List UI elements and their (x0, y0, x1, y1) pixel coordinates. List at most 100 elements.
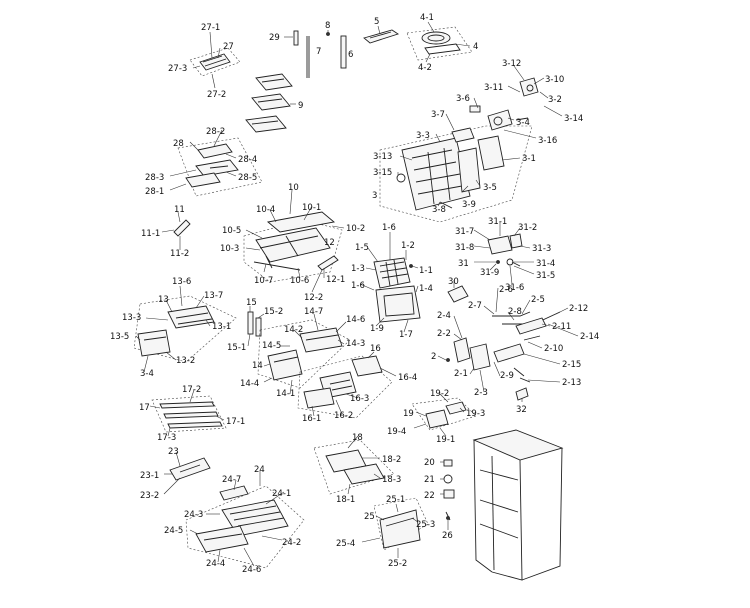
callout-3-4-lower: 3-4 (140, 369, 154, 379)
callout-13-3: 13-3 (122, 313, 141, 323)
callout-25-2: 25-2 (388, 559, 407, 569)
callout-28-1: 28-1 (145, 187, 164, 197)
callout-10-5: 10-5 (222, 226, 241, 236)
callout-14-1: 14-1 (276, 389, 295, 399)
part-18-shelf (313, 439, 395, 495)
callout-24: 24 (254, 465, 265, 475)
callout-4: 4 (473, 42, 478, 52)
callout-3-13: 3-13 (373, 152, 392, 162)
part-3-duct-assembly (379, 125, 533, 223)
callout-19: 19 (403, 409, 414, 419)
callout-10-3: 10-3 (220, 244, 239, 254)
callout-18-3: 18-3 (382, 475, 401, 485)
callout-23-1: 23-1 (140, 471, 159, 481)
callout-12-1: 12-1 (326, 275, 345, 285)
callout-17-2: 17-2 (182, 385, 201, 395)
callout-17: 17 (139, 403, 150, 413)
callout-17-3: 17-3 (157, 433, 176, 443)
callout-3-11: 3-11 (484, 83, 503, 93)
callout-28-2: 28-2 (206, 127, 225, 137)
part-6-rail (340, 35, 347, 69)
part-32-clip (515, 387, 529, 401)
callout-2-15: 2-15 (562, 360, 581, 370)
callout-27-1: 27-1 (201, 23, 220, 33)
callout-3-9: 3-9 (462, 200, 476, 210)
callout-19-2: 19-2 (430, 389, 449, 399)
callout-3-12: 3-12 (502, 59, 521, 69)
callout-25-1: 25-1 (386, 495, 405, 505)
callout-22: 22 (424, 491, 435, 501)
leader-lines (135, 21, 579, 567)
callout-24-5: 24-5 (164, 526, 183, 536)
callout-25: 25 (364, 512, 375, 522)
part-12-rail (317, 255, 339, 271)
part-4-lamp-assembly (406, 26, 473, 61)
callout-26: 26 (442, 531, 453, 541)
callout-5: 5 (374, 17, 379, 27)
part-10-cover-assembly (243, 211, 343, 283)
callout-1-6-bottom: 1-6 (351, 281, 365, 291)
callout-24-4: 24-4 (206, 559, 225, 569)
callout-10: 10 (288, 183, 299, 193)
callout-30: 30 (448, 277, 459, 287)
callout-28-4: 28-4 (238, 155, 257, 165)
callout-31-1: 31-1 (488, 217, 507, 227)
callout-14-2: 14-2 (284, 325, 303, 335)
callout-28-3: 28-3 (145, 173, 164, 183)
callout-1-1: 1-1 (419, 266, 433, 276)
callout-18-1: 18-1 (336, 495, 355, 505)
callout-labels: 27-1 27 27-3 27-2 29 8 7 6 5 4-1 4 4-2 9… (110, 13, 599, 575)
part-27-shelf (189, 47, 241, 77)
callout-11: 11 (174, 205, 185, 215)
callout-20: 20 (424, 458, 435, 468)
callout-14-7: 14-7 (304, 307, 323, 317)
callout-23: 23 (168, 447, 179, 457)
callout-24-3: 24-3 (184, 510, 203, 520)
callout-13-5: 13-5 (110, 332, 129, 342)
callout-16-1: 16-1 (302, 414, 321, 424)
callout-15-1: 15-1 (227, 343, 246, 353)
callout-2-2: 2-2 (437, 329, 451, 339)
callout-31-4: 31-4 (536, 259, 555, 269)
callout-2-7: 2-7 (468, 301, 482, 311)
callout-18: 18 (352, 433, 363, 443)
callout-25-4: 25-4 (336, 539, 355, 549)
callout-24-1: 24-1 (272, 489, 291, 499)
part-20-21-22-fittings (443, 459, 455, 521)
callout-13-1: 13-1 (212, 322, 231, 332)
callout-3-15: 3-15 (373, 168, 392, 178)
callout-3-8: 3-8 (432, 205, 446, 215)
callout-12-2: 12-2 (304, 293, 323, 303)
callout-13-7: 13-7 (204, 291, 223, 301)
callout-10-6: 10-6 (290, 276, 309, 286)
callout-6: 6 (348, 50, 353, 60)
callout-3-10: 3-10 (545, 75, 564, 85)
callout-13-6: 13-6 (172, 277, 191, 287)
callout-10-2: 10-2 (346, 224, 365, 234)
callout-2: 2 (431, 352, 436, 362)
callout-2-9: 2-9 (500, 371, 514, 381)
callout-2-10: 2-10 (544, 344, 563, 354)
callout-3-14: 3-14 (564, 114, 583, 124)
callout-1-3: 1-3 (351, 264, 365, 274)
callout-28-5: 28-5 (238, 173, 257, 183)
callout-24-6: 24-6 (242, 565, 261, 575)
callout-17-1: 17-1 (226, 417, 245, 427)
part-11-bar (173, 219, 191, 237)
callout-9: 9 (298, 101, 303, 111)
callout-31-9: 31-9 (480, 268, 499, 278)
callout-2-1: 2-1 (454, 369, 468, 379)
callout-25-3: 25-3 (416, 520, 435, 530)
callout-24-7: 24-7 (222, 475, 241, 485)
part-1-fan-housing (373, 257, 421, 323)
part-7-rail (306, 36, 310, 78)
callout-2-4: 2-4 (437, 311, 451, 321)
callout-3-4: 3-4 (516, 118, 530, 128)
part-31-ice-components (487, 233, 523, 267)
part-5-cover (363, 29, 400, 44)
part-16-tray-assembly (297, 355, 393, 419)
callout-14-6: 14-6 (346, 315, 365, 325)
callout-2-5: 2-5 (531, 295, 545, 305)
callout-1-2: 1-2 (401, 241, 415, 251)
part-23-bracket (169, 457, 211, 481)
